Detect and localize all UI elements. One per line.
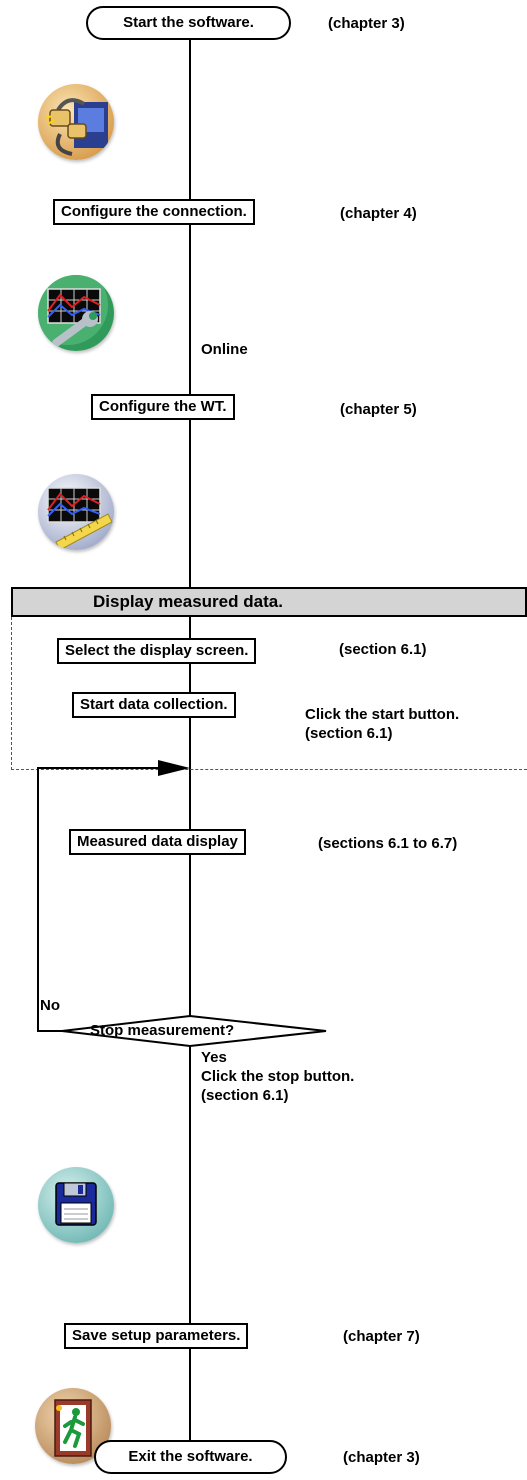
display-measured-data-banner: Display measured data. (11, 587, 527, 617)
start-chapter-note: (chapter 3) (328, 15, 405, 32)
main-flow-line (189, 40, 191, 1450)
select-display-screen-label: Select the display screen. (65, 642, 249, 659)
start-terminal-label: Start the software. (123, 14, 254, 31)
select-display-screen-step: Select the display screen. (57, 638, 257, 664)
decision-diamond (61, 1014, 327, 1048)
select-screen-section-note: (section 6.1) (339, 641, 427, 658)
display-measured-data-label: Display measured data. (93, 592, 283, 611)
plug-connection-icon (38, 84, 114, 160)
decision-no-label: No (40, 997, 60, 1014)
stop-button-note-line1: Click the stop button. (201, 1068, 355, 1085)
exit-terminal-label: Exit the software. (128, 1448, 253, 1465)
start-button-note-line2: (section 6.1) (305, 725, 393, 742)
stop-button-note-line2: (section 6.1) (201, 1087, 289, 1104)
online-label: Online (201, 341, 248, 358)
stop-button-note: Click the stop button. (section 6.1) (201, 1067, 354, 1105)
exit-chapter-note: (chapter 3) (343, 1449, 420, 1466)
configure-connection-label: Configure the connection. (61, 203, 247, 220)
connection-chapter-note: (chapter 4) (340, 205, 417, 222)
start-data-collection-label: Start data collection. (80, 696, 228, 713)
chart-wrench-icon (38, 275, 114, 351)
measured-data-display-label: Measured data display (77, 833, 238, 850)
save-setup-parameters-step: Save setup parameters. (64, 1323, 249, 1349)
loop-arrowhead (158, 760, 190, 776)
measured-data-display-step: Measured data display (69, 829, 246, 855)
save-setup-parameters-label: Save setup parameters. (72, 1327, 241, 1344)
start-data-collection-step: Start data collection. (72, 692, 236, 718)
decision-label: Stop measurement? (90, 1022, 235, 1039)
decision-yes-label: Yes (201, 1049, 227, 1066)
configure-connection-step: Configure the connection. (53, 199, 255, 225)
loop-back-line (37, 767, 170, 1032)
measured-display-sections-note: (sections 6.1 to 6.7) (318, 835, 458, 852)
start-button-note: Click the start button. (section 6.1) (305, 705, 459, 743)
start-button-note-line1: Click the start button. (305, 706, 460, 723)
configure-wt-step: Configure the WT. (91, 394, 235, 420)
display-section-region (11, 617, 527, 770)
configure-wt-chapter-note: (chapter 5) (340, 401, 417, 418)
configure-wt-label: Configure the WT. (99, 398, 227, 415)
save-setup-chapter-note: (chapter 7) (343, 1328, 420, 1345)
start-terminal: Start the software. (86, 6, 291, 40)
floppy-disk-icon (38, 1167, 114, 1243)
chart-ruler-icon (38, 474, 114, 550)
exit-terminal: Exit the software. (94, 1440, 287, 1474)
